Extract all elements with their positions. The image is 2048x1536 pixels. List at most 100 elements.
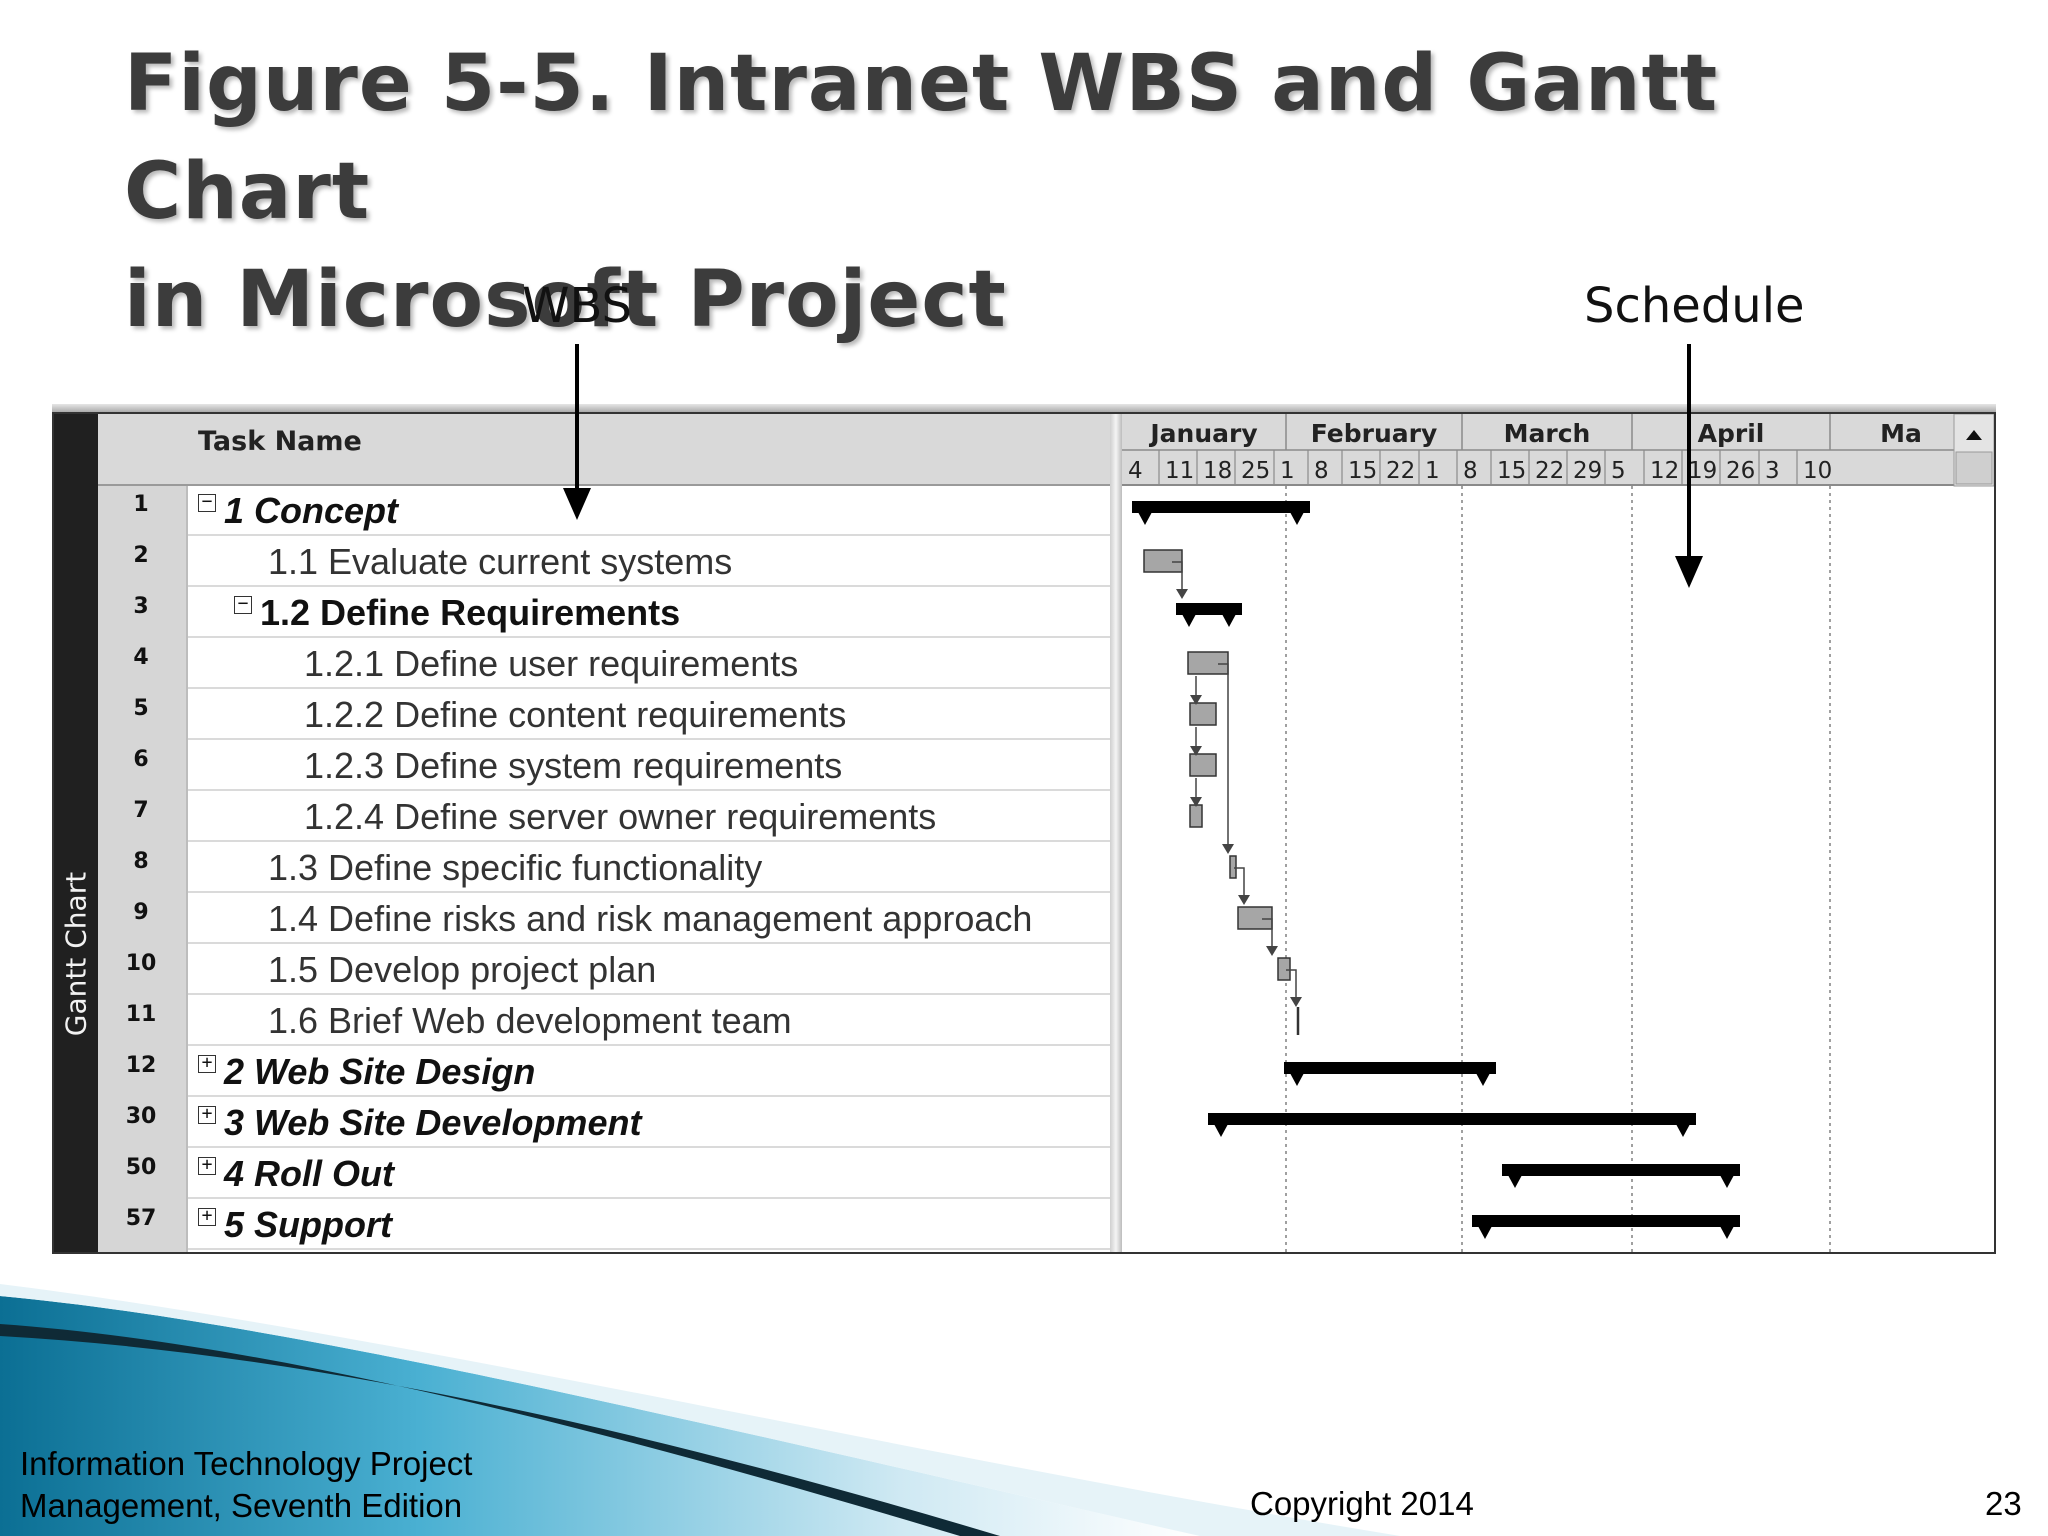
row-id-column [98, 414, 188, 1252]
task-name-cell[interactable]: +3 Web Site Development [188, 1098, 1110, 1148]
task-id: 7 [133, 798, 149, 823]
table-row[interactable]: 50+4 Roll Out [54, 1149, 1122, 1200]
task-name-cell[interactable]: +2 Web Site Design [188, 1047, 1110, 1097]
week-label: 1 [1425, 458, 1440, 484]
slide-title-line1: Figure 5-5. Intranet WBS and Gantt Chart [124, 39, 1719, 237]
task-name-cell[interactable]: 1.2.2 Define content requirements [188, 690, 1110, 740]
task-name-cell[interactable]: 1.2.4 Define server owner requirements [188, 792, 1110, 842]
week-label: 3 [1765, 458, 1780, 484]
table-row[interactable]: 7 1.2.4 Define server owner requirements [54, 792, 1122, 843]
task-id: 57 [125, 1206, 157, 1231]
task-bar [1189, 804, 1203, 828]
task-id: 10 [125, 951, 157, 976]
expand-icon[interactable]: + [198, 1054, 216, 1073]
collapse-icon[interactable]: − [234, 595, 252, 614]
view-bar[interactable]: Gantt Chart [54, 414, 98, 1252]
task-name: 1.5 Develop project plan [268, 949, 657, 990]
footer-book-title-line1: Information Technology Project [20, 1445, 473, 1482]
task-name-cell[interactable]: 1.1 Evaluate current systems [188, 537, 1110, 587]
task-bar [1229, 855, 1237, 879]
task-name-cell[interactable]: −1 Concept [188, 486, 1110, 536]
dependency-link [1218, 663, 1229, 852]
task-id: 12 [125, 1053, 157, 1078]
footer-copyright: Copyright 2014 [1250, 1485, 1474, 1522]
task-name-cell[interactable]: 1.5 Develop project plan [188, 945, 1110, 995]
summary-bar-left-cap [1132, 501, 1158, 525]
week-label: 12 [1650, 458, 1679, 484]
dependency-link [1262, 918, 1273, 954]
dependency-link [1286, 969, 1297, 1005]
summary-bar-right-cap [1714, 1164, 1740, 1188]
task-name: 1.3 Define specific functionality [268, 847, 763, 888]
summary-bar-right-cap [1284, 501, 1310, 525]
summary-bar-left-cap [1472, 1215, 1498, 1239]
month-label: January [1148, 419, 1257, 448]
task-name: 1.2.1 Define user requirements [304, 643, 799, 684]
slide-title: Figure 5-5. Intranet WBS and Gantt Chart… [124, 30, 1984, 354]
dependency-arrow [1238, 895, 1250, 905]
table-row[interactable]: 30+3 Web Site Development [54, 1098, 1122, 1149]
summary-bar-right-cap [1714, 1215, 1740, 1239]
task-id: 11 [125, 1002, 157, 1027]
dependency-arrow [1190, 797, 1202, 807]
summary-bar [1208, 1113, 1696, 1125]
task-name-cell[interactable]: 1.2.1 Define user requirements [188, 639, 1110, 689]
table-row[interactable]: 3−1.2 Define Requirements [54, 588, 1122, 639]
task-name: 1 Concept [224, 490, 399, 531]
task-bar [1187, 651, 1229, 675]
task-name: 1.2.2 Define content requirements [304, 694, 847, 735]
task-name-header[interactable]: Task Name [188, 414, 1164, 486]
task-name: 1.6 Brief Web development team [268, 1000, 792, 1041]
task-name: 1.2 Define Requirements [260, 592, 681, 633]
month-label: Ma [1880, 419, 1922, 448]
schedule-callout-label: Schedule [1584, 278, 1805, 334]
task-name-cell[interactable]: 1.6 Brief Web development team [188, 996, 1110, 1046]
table-row[interactable]: 57 +5 Support [54, 1200, 1122, 1251]
month-label: February [1311, 419, 1438, 448]
week-label: 15 [1497, 458, 1526, 484]
scroll-up-icon [1966, 430, 1982, 440]
task-name-cell[interactable]: −1.2 Define Requirements [188, 588, 1110, 638]
table-row[interactable]: 10 1.5 Develop project plan [54, 945, 1122, 996]
table-row[interactable]: 4 1.2.1 Define user requirements [54, 639, 1122, 690]
summary-bar-left-cap [1284, 1062, 1310, 1086]
task-name-cell[interactable]: 1.2.3 Define system requirements [188, 741, 1110, 791]
week-label: 11 [1165, 458, 1194, 484]
expand-icon[interactable]: + [198, 1207, 216, 1226]
summary-bar [1502, 1164, 1740, 1176]
slide-title-line2: in Microsoft Project [124, 255, 1007, 345]
week-label: 29 [1573, 458, 1602, 484]
dependency-arrow [1222, 844, 1234, 854]
task-name-cell[interactable]: +5 Support [188, 1200, 1110, 1250]
expand-icon[interactable]: + [198, 1105, 216, 1124]
task-name-cell[interactable]: +4 Roll Out [188, 1149, 1110, 1199]
panel-top-strip [52, 404, 1996, 414]
task-id: 4 [133, 645, 149, 670]
week-label: 18 [1203, 458, 1232, 484]
table-chart-splitter[interactable] [1110, 414, 1122, 1252]
expand-icon[interactable]: + [198, 1156, 216, 1175]
table-row[interactable]: 11 1.6 Brief Web development team [54, 996, 1122, 1047]
dependency-link [1172, 561, 1183, 597]
task-name: 4 Roll Out [224, 1153, 394, 1194]
summary-bar-left-cap [1208, 1113, 1234, 1137]
task-id: 2 [133, 543, 149, 568]
week-label: 25 [1241, 458, 1270, 484]
id-header[interactable] [98, 414, 188, 486]
collapse-icon[interactable]: − [198, 493, 216, 512]
summary-bar [1284, 1062, 1496, 1074]
slide-footer-swoosh [0, 1284, 1400, 1536]
task-name: 2 Web Site Design [224, 1051, 536, 1092]
table-row[interactable]: 12 +2 Web Site Design [54, 1047, 1122, 1098]
table-row[interactable]: 2 1.1 Evaluate current systems [54, 537, 1122, 588]
summary-bar-left-cap [1176, 603, 1202, 627]
task-name-cell[interactable]: 1.4 Define risks and risk management app… [188, 894, 1110, 944]
task-name-cell[interactable]: 1.3 Define specific functionality [188, 843, 1110, 893]
table-row[interactable]: 1−1 Concept [54, 486, 1122, 537]
task-name-header-label: Task Name [198, 426, 362, 457]
